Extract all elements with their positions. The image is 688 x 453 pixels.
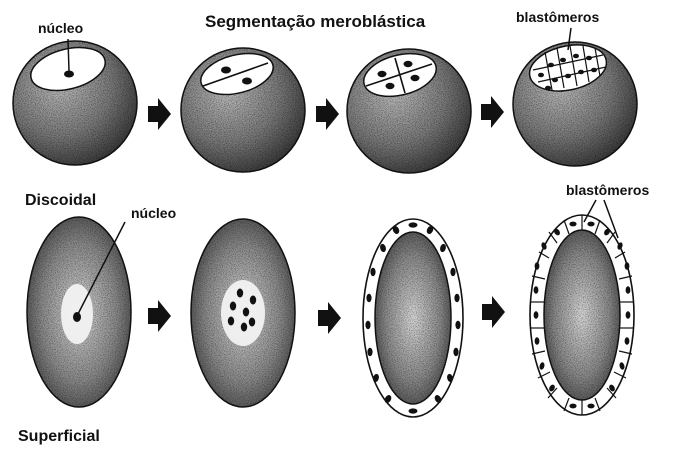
label-nucleo-top: núcleo xyxy=(38,20,83,36)
arrow-right-icon xyxy=(318,302,341,334)
discoidal-stage-1 xyxy=(13,39,137,165)
nucleus xyxy=(73,312,81,322)
label-nucleo-mid: núcleo xyxy=(131,205,176,221)
arrow-right-icon xyxy=(482,296,505,328)
nucleus xyxy=(404,61,413,67)
superficial-stage-2 xyxy=(191,219,295,407)
nucleus xyxy=(64,71,74,78)
nucleus xyxy=(386,83,395,89)
nucleus xyxy=(378,71,387,77)
nucleus-pointer xyxy=(68,39,69,71)
arrow-right-icon xyxy=(148,98,171,130)
arrow-right-icon xyxy=(148,300,171,332)
label-blastomeros-bottom: blastômeros xyxy=(566,182,649,198)
row-label-superficial: Superficial xyxy=(18,428,100,445)
nucleus xyxy=(242,78,252,85)
arrow-right-icon xyxy=(316,98,339,130)
discoidal-stage-3 xyxy=(347,47,471,173)
row-label-discoidal: Discoidal xyxy=(25,192,96,209)
nucleus xyxy=(411,75,420,81)
nucleus xyxy=(221,67,231,74)
superficial-stage-1 xyxy=(27,217,131,407)
arrow-right-icon xyxy=(481,96,504,128)
label-blastomeros-top: blastômeros xyxy=(516,9,599,25)
diagram-title: Segmentação meroblástica xyxy=(205,12,426,31)
superficial-stage-3 xyxy=(363,219,463,417)
discoidal-stage-2 xyxy=(181,47,305,172)
superficial-stage-4 xyxy=(530,200,634,415)
discoidal-stage-4 xyxy=(513,28,637,166)
